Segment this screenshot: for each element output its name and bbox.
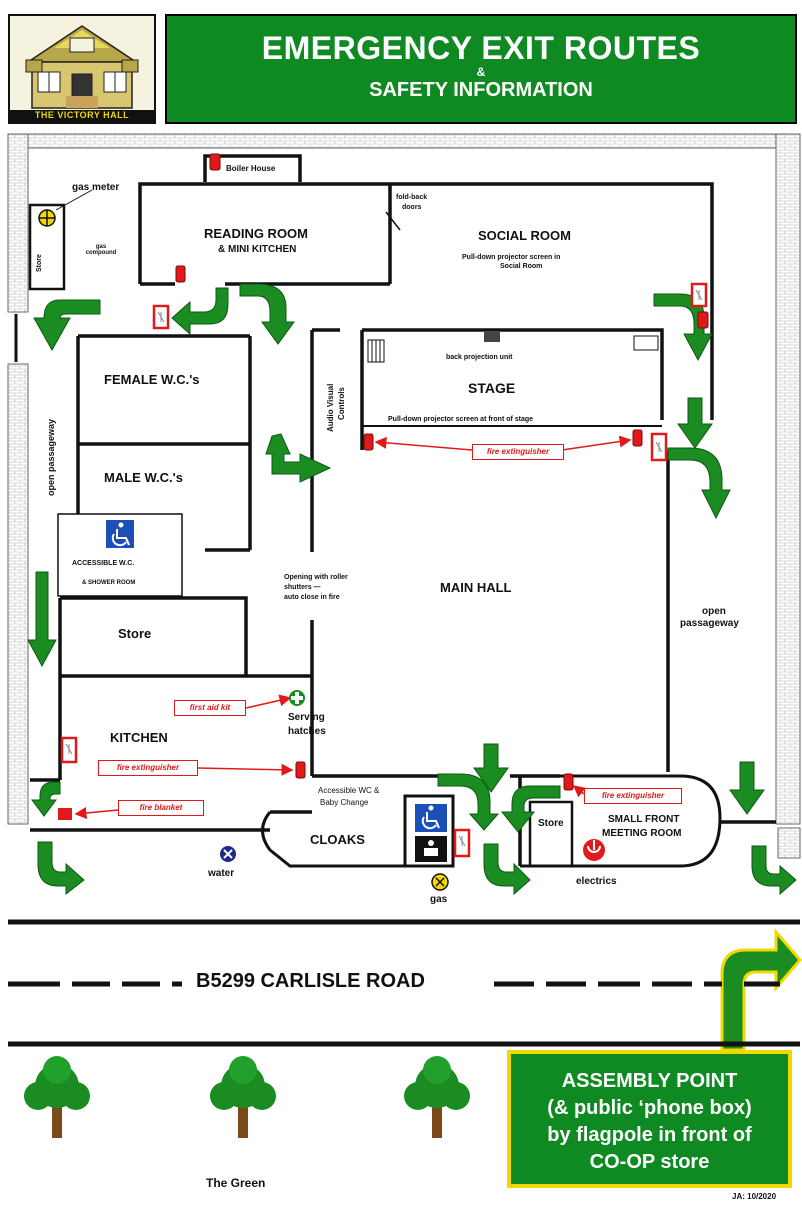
social-room-label: SOCIAL ROOM — [478, 228, 571, 243]
brick-wall-left-lower — [7, 363, 29, 825]
page-subtitle: SAFETY INFORMATION — [369, 79, 593, 101]
fire-extinguisher-stage-label: fire extinguisher — [472, 444, 564, 460]
fold-back-label-2: doors — [402, 204, 422, 211]
open-passageway-right-label-2: passageway — [680, 618, 739, 629]
green-label: The Green — [206, 1176, 266, 1190]
victory-hall-logo: THE VICTORY HALL — [8, 14, 156, 124]
female-wc-label: FEMALE W.C.'s — [104, 372, 200, 387]
fire-extinguisher-kitchen-label: fire extinguisher — [98, 760, 198, 776]
brick-wall-right-bottom — [777, 827, 801, 859]
main-hall-label: MAIN HALL — [440, 580, 512, 595]
page-title: EMERGENCY EXIT ROUTES — [261, 30, 701, 66]
assembly-point-box: ASSEMBLY POINT (& public ‘phone box) by … — [507, 1050, 792, 1188]
social-screen-label-2: Social Room — [500, 263, 543, 270]
header-banner: EMERGENCY EXIT ROUTES & SAFETY INFORMATI… — [165, 14, 797, 124]
mini-kitchen-label: & MINI KITCHEN — [218, 244, 297, 255]
fire-blanket-icon — [58, 808, 72, 820]
assembly-arrow — [720, 927, 802, 1052]
stage-screen-label: Pull-down projector screen at front of s… — [388, 416, 534, 423]
boiler-house-label: Boiler House — [226, 164, 276, 173]
gas-label: gas — [430, 894, 448, 905]
open-passageway-right-label-1: open — [702, 606, 726, 617]
accessible-wc-label: ACCESSIBLE W.C. — [72, 560, 135, 567]
open-passageway-left-label: open passageway — [46, 418, 56, 496]
roller-label-3: auto close in fire — [284, 594, 340, 601]
roller-label-1: Opening with roller — [284, 574, 348, 581]
assembly-line-3: by flagpole in front of — [547, 1124, 752, 1146]
store-small-label: Store — [36, 254, 43, 272]
gas-meter-label: gas meter — [72, 182, 120, 193]
small-front-label-1: SMALL FRONT — [608, 814, 680, 825]
roller-label-2: shutters — — [284, 584, 321, 591]
assembly-line-2: (& public ‘phone box) — [547, 1097, 752, 1119]
store-front-label: Store — [538, 818, 564, 829]
logo-text: THE VICTORY HALL — [34, 110, 130, 120]
fire-extinguisher-front-label: fire extinguisher — [584, 788, 682, 804]
footer-credit: JA: 10/2020 — [732, 1192, 777, 1201]
brick-wall-left-upper — [7, 133, 29, 313]
social-screen-label-1: Pull-down projector screen in — [462, 254, 561, 261]
cloaks-label: CLOAKS — [310, 832, 365, 847]
serving-label-2: hatches — [288, 726, 326, 737]
male-wc-label: MALE W.C.'s — [104, 470, 183, 485]
store-label: Store — [118, 626, 152, 641]
fire-exit-signs — [60, 282, 708, 858]
gas-compound-label: gas compound — [85, 244, 117, 256]
shower-room-label: & SHOWER ROOM — [82, 580, 136, 586]
first-aid-label: first aid kit — [174, 700, 246, 716]
electrics-label: electrics — [576, 876, 617, 887]
small-front-label-2: MEETING ROOM — [602, 828, 682, 839]
serving-label-1: Serving — [288, 712, 325, 723]
projector-icon — [484, 332, 500, 342]
fire-blanket-label: fire blanket — [118, 800, 204, 816]
brick-wall-right — [775, 133, 801, 825]
tree-icon — [210, 1056, 276, 1138]
assembly-line-4: CO-OP store — [589, 1151, 710, 1173]
accessible-baby-label-1: Accessible WC & — [318, 786, 380, 795]
reading-room-label: READING ROOM — [204, 226, 308, 241]
brick-wall-top — [7, 133, 801, 149]
kitchen-label: KITCHEN — [110, 730, 168, 745]
tree-icon — [24, 1056, 90, 1138]
audio-visual-label-2: Controls — [337, 387, 346, 420]
stage-label: STAGE — [468, 380, 516, 396]
water-label: water — [208, 868, 235, 879]
exit-arrows — [27, 283, 797, 896]
back-projection-label: back projection unit — [446, 354, 513, 361]
assembly-line-1: ASSEMBLY POINT — [561, 1070, 738, 1092]
accessible-baby-label-2: Baby Change — [320, 798, 369, 807]
header-ampersand: & — [476, 65, 486, 79]
audio-visual-label-1: Audio Visual — [326, 383, 335, 432]
fire-extinguisher-icons — [175, 153, 709, 791]
tree-icon — [404, 1056, 470, 1138]
road-name: B5299 CARLISLE ROAD — [196, 970, 425, 992]
fold-back-label-1: fold-back — [396, 194, 428, 201]
